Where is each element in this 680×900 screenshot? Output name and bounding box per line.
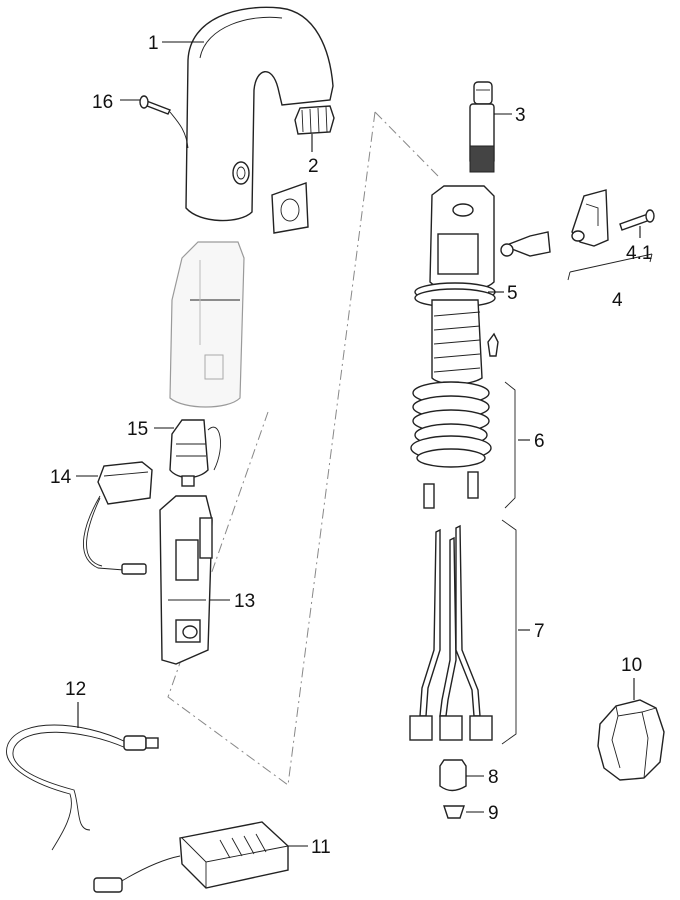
part-2-aerator (271, 105, 335, 234)
label-12: 12 (65, 679, 86, 700)
label-8: 8 (488, 767, 499, 788)
assembly-guide-lines (167, 111, 439, 786)
label-16: 16 (92, 92, 113, 113)
ghost-sleeve (169, 241, 245, 408)
label-7: 7 (534, 621, 545, 642)
part-1-spout-body (185, 6, 334, 222)
part-15-sensor-module (169, 419, 221, 487)
label-14: 14 (50, 467, 72, 488)
label-4-1: 4.1 (626, 243, 652, 264)
label-10: 10 (621, 655, 642, 676)
label-2: 2 (308, 156, 319, 177)
callout-labels: 1 2 3 4 4.1 5 6 7 8 9 10 11 12 13 14 15 … (50, 33, 652, 858)
part-11-power-supply (93, 821, 289, 893)
label-13: 13 (234, 591, 255, 612)
part-14-battery-pack (82, 461, 153, 575)
label-5: 5 (507, 283, 518, 304)
label-9: 9 (488, 803, 499, 824)
part-7-flex-hoses (409, 519, 517, 745)
label-1: 1 (148, 33, 159, 54)
part-16-screw (139, 95, 189, 149)
label-3: 3 (515, 105, 526, 126)
part-9-filter (443, 805, 465, 819)
part-10-cap (597, 699, 665, 781)
part-13-electronics-unit (159, 495, 213, 665)
part-4-clamp (567, 189, 653, 281)
part-8-nut (439, 759, 467, 792)
label-4: 4 (612, 290, 623, 311)
part-12-cable (6, 724, 159, 851)
label-15: 15 (127, 419, 148, 440)
part-6-mounting-set (410, 381, 516, 509)
part-5-valve-body (414, 185, 496, 385)
label-11: 11 (311, 837, 331, 858)
part-5-fitting (487, 231, 551, 357)
part-3-cartridge (469, 81, 495, 173)
label-6: 6 (534, 431, 545, 452)
callout-leaders (76, 41, 641, 847)
part-4-1-screw (619, 209, 655, 231)
